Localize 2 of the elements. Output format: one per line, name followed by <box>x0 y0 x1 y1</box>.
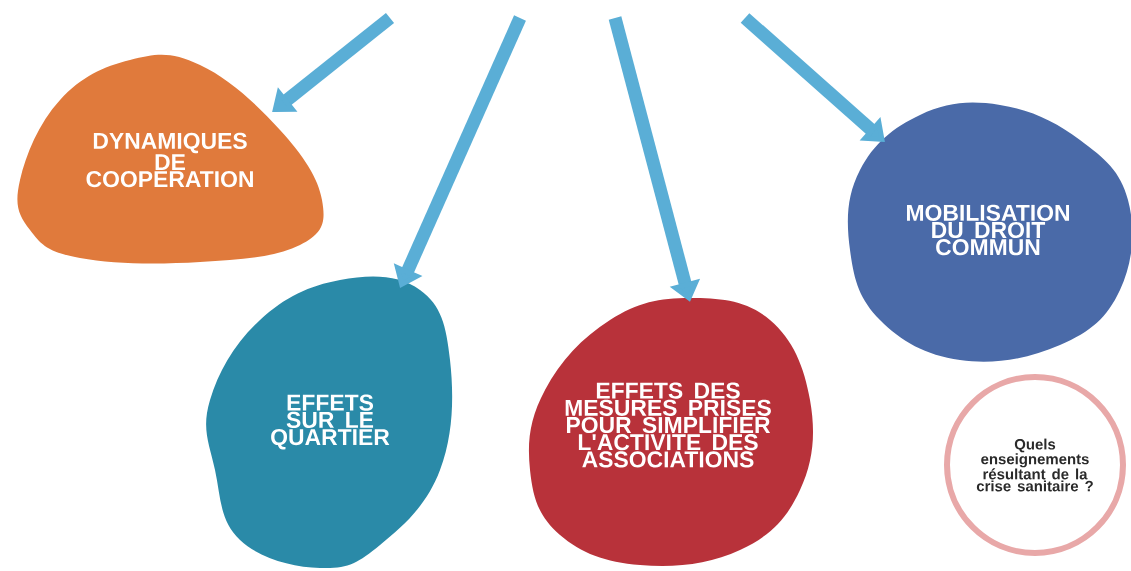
arrow <box>740 13 885 142</box>
arrow <box>272 12 395 112</box>
